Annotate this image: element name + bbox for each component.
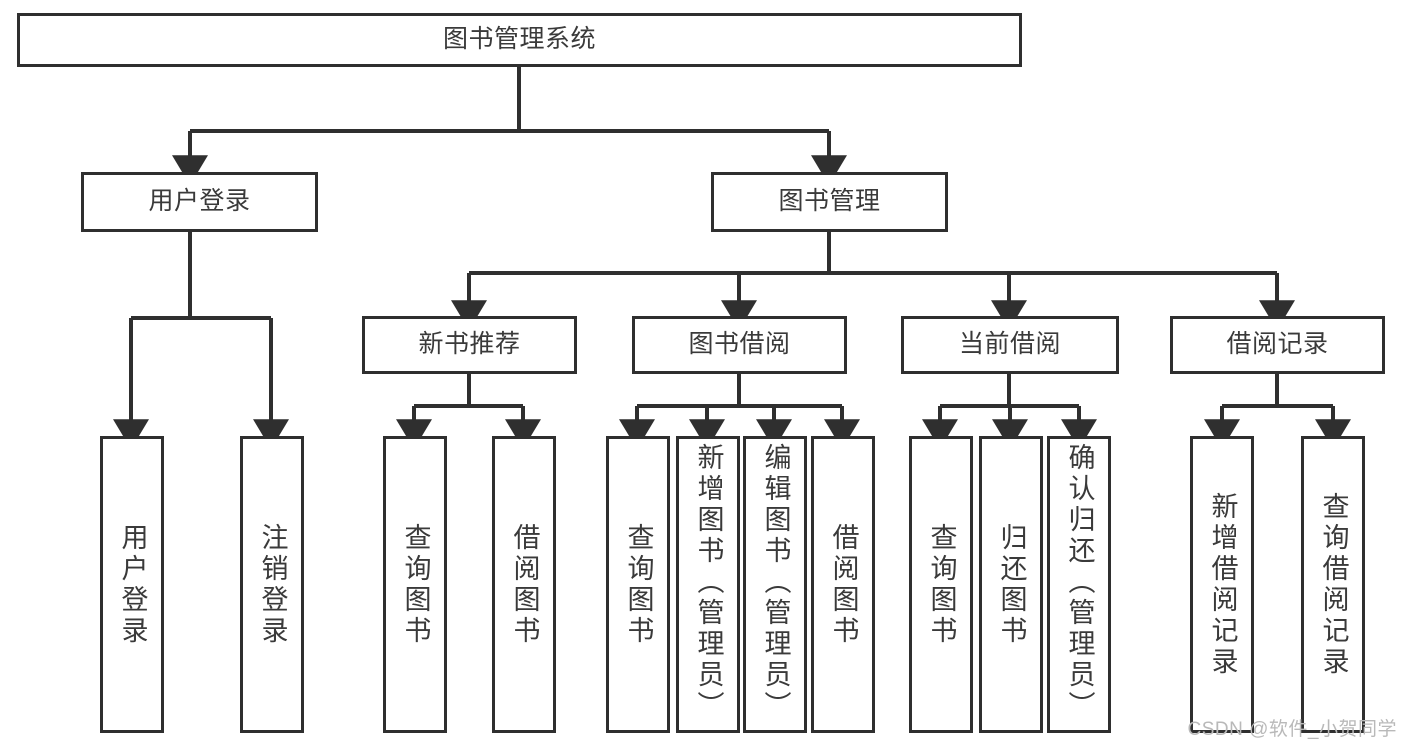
node-label: 查询图书 (926, 522, 957, 647)
node-new-book-recommend[interactable]: 新书推荐 (362, 316, 577, 374)
leaf-query-book-new-recommend[interactable]: 查询图书 (383, 436, 447, 733)
leaf-user-login[interactable]: 用户登录 (100, 436, 164, 733)
node-label: 用户登录 (117, 522, 148, 647)
node-label: 归还图书 (996, 522, 1027, 647)
node-label: 新书推荐 (418, 330, 521, 359)
node-label: 新增图书（管理员） (693, 443, 724, 722)
node-label: 借阅图书 (509, 522, 540, 647)
node-book-borrow[interactable]: 图书借阅 (632, 316, 847, 374)
node-label: 图书借阅 (688, 330, 791, 359)
node-label: 注销登录 (257, 522, 288, 647)
leaf-query-book-current[interactable]: 查询图书 (909, 436, 973, 733)
node-label: 新增借阅记录 (1207, 491, 1238, 678)
leaf-add-book-admin[interactable]: 新增图书（管理员） (676, 436, 740, 733)
node-label: 图书管理系统 (442, 25, 596, 54)
node-label: 当前借阅 (958, 330, 1061, 359)
node-user-login[interactable]: 用户登录 (81, 172, 318, 232)
leaf-borrow-book[interactable]: 借阅图书 (811, 436, 875, 733)
node-label: 借阅记录 (1226, 330, 1329, 359)
leaf-borrow-book-new-recommend[interactable]: 借阅图书 (492, 436, 556, 733)
node-label: 图书管理 (778, 187, 881, 216)
node-root-book-management-system[interactable]: 图书管理系统 (17, 13, 1022, 67)
leaf-query-borrow-record[interactable]: 查询借阅记录 (1301, 436, 1365, 733)
node-label: 用户登录 (148, 187, 251, 216)
watermark-text: CSDN @软件_小贺同学 (1187, 719, 1397, 740)
node-book-management[interactable]: 图书管理 (711, 172, 948, 232)
node-label: 查询图书 (623, 522, 654, 647)
node-label: 借阅图书 (828, 522, 859, 647)
node-label: 查询借阅记录 (1318, 491, 1349, 678)
leaf-logout-login[interactable]: 注销登录 (240, 436, 304, 733)
node-label: 确认归还（管理员） (1064, 443, 1095, 722)
node-current-borrow[interactable]: 当前借阅 (901, 316, 1119, 374)
leaf-confirm-return-admin[interactable]: 确认归还（管理员） (1047, 436, 1111, 733)
node-label: 查询图书 (400, 522, 431, 647)
node-label: 编辑图书（管理员） (760, 443, 791, 722)
node-borrow-record[interactable]: 借阅记录 (1170, 316, 1385, 374)
leaf-return-book[interactable]: 归还图书 (979, 436, 1043, 733)
leaf-edit-book-admin[interactable]: 编辑图书（管理员） (743, 436, 807, 733)
leaf-add-borrow-record[interactable]: 新增借阅记录 (1190, 436, 1254, 733)
leaf-query-book-borrow[interactable]: 查询图书 (606, 436, 670, 733)
